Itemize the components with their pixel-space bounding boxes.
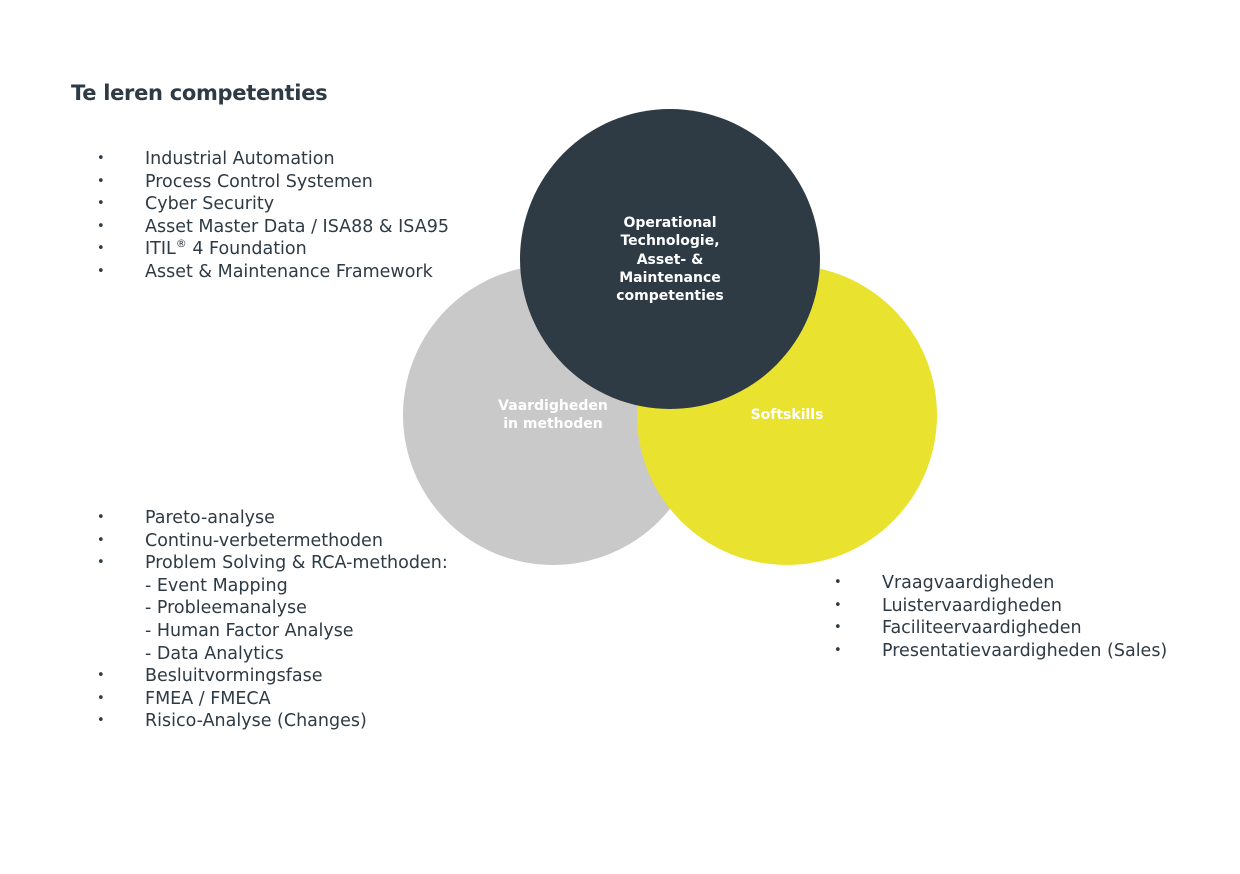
list-item-text: - Data Analytics [145,643,284,664]
bullet-icon: • [97,555,105,571]
list-item: • Faciliteervaardigheden [808,617,1167,640]
list-item: • Asset & Maintenance Framework [71,261,449,284]
list-item: • Problem Solving & RCA-methoden: [71,552,448,575]
list-item: • ITIL® 4 Foundation [71,238,449,261]
circle-label-line: Softskills [750,407,824,423]
list-item-text: Asset Master Data / ISA88 & ISA95 [145,216,449,237]
list-item-text: Asset & Maintenance Framework [145,261,433,282]
list-item-text: Continu-verbetermethoden [145,530,383,551]
list-item: - Human Factor Analyse [71,620,448,643]
bullet-icon: • [834,620,842,636]
list-item-text: - Event Mapping [145,575,288,596]
list-item-text: Presentatievaardigheden (Sales) [882,640,1168,661]
bullet-icon: • [97,151,105,166]
list-item-text: Problem Solving & RCA-methoden: [145,553,448,574]
circle-label-vaardigheden: Vaardigheden in methoden [478,397,628,434]
bullet-icon: • [97,713,105,729]
list-item: • Asset Master Data / ISA88 & ISA95 [71,216,449,239]
bullet-icon: • [834,575,842,590]
page-title: Te leren competenties [71,81,328,105]
list-item-suffix: 4 Foundation [186,239,307,260]
list-item: • FMEA / FMECA [71,688,448,711]
list-item-text: Cyber Security [145,194,275,215]
list-item: - Probleemanalyse [71,597,448,620]
bullet-icon: • [97,218,105,234]
list-item: • Besluitvormingsfase [71,665,448,688]
list-item-text: Luistervaardigheden [882,595,1062,616]
bullet-icon: • [834,642,842,658]
list-vaardigheden-methoden: • Pareto-analyse • Continu-verbetermethoden… [71,507,448,733]
list-item-text: Faciliteervaardigheden [882,618,1082,639]
list-item: • Luistervaardigheden [808,595,1167,618]
circle-label-line: Vaardigheden [498,398,608,414]
bullet-icon: • [97,668,105,684]
registered-mark: ® [175,237,187,251]
circle-label-line: Asset- & [636,251,704,268]
list-item-text: Process Control Systemen [145,171,373,192]
bullet-icon: • [834,597,842,613]
list-item: - Event Mapping [71,575,448,598]
list-ot-competenties: • Industrial Automation • Process Control S… [71,148,449,284]
list-item: • Risico-Analyse (Changes) [71,710,448,733]
list-item-text: Vraagvaardigheden [882,573,1055,593]
circle-operational-technologie [520,109,820,409]
list-item: • Continu-verbetermethoden [71,530,448,553]
bullet-icon: • [97,263,105,279]
list-item-text: Industrial Automation [145,149,335,169]
circle-label-line: competenties [616,288,724,305]
bullet-icon: • [97,173,105,189]
list-item: • Presentatievaardigheden (Sales) [808,640,1167,663]
bullet-icon: • [97,510,105,525]
bullet-icon: • [97,532,105,548]
circle-label-line: Technologie, [620,233,720,250]
circle-label-line: Maintenance [619,269,721,286]
list-item-text: Pareto-analyse [145,508,275,528]
bullet-icon: • [97,690,105,706]
list-item: • Process Control Systemen [71,171,449,194]
bullet-icon: • [97,241,105,257]
list-item: • Pareto-analyse [71,507,448,530]
list-item: - Data Analytics [71,643,448,666]
list-item-text: Besluitvormingsfase [145,666,323,687]
list-item-text: Risico-Analyse (Changes) [145,711,367,732]
circle-label-line: in methoden [503,416,603,433]
circle-label-line: Operational [623,215,717,231]
list-item-text: - Human Factor Analyse [145,620,354,641]
list-item-text: FMEA / FMECA [145,688,271,709]
list-item-text: - Probleemanalyse [145,598,307,619]
circle-label-softskills: Softskills [727,406,847,424]
list-item: • Cyber Security [71,193,449,216]
list-item-text: ITIL [145,239,176,260]
list-item: • Vraagvaardigheden [808,572,1167,595]
list-item: • Industrial Automation [71,148,449,171]
bullet-icon: • [97,196,105,212]
list-softskills: • Vraagvaardigheden • Luistervaardigheden • F… [808,572,1167,662]
